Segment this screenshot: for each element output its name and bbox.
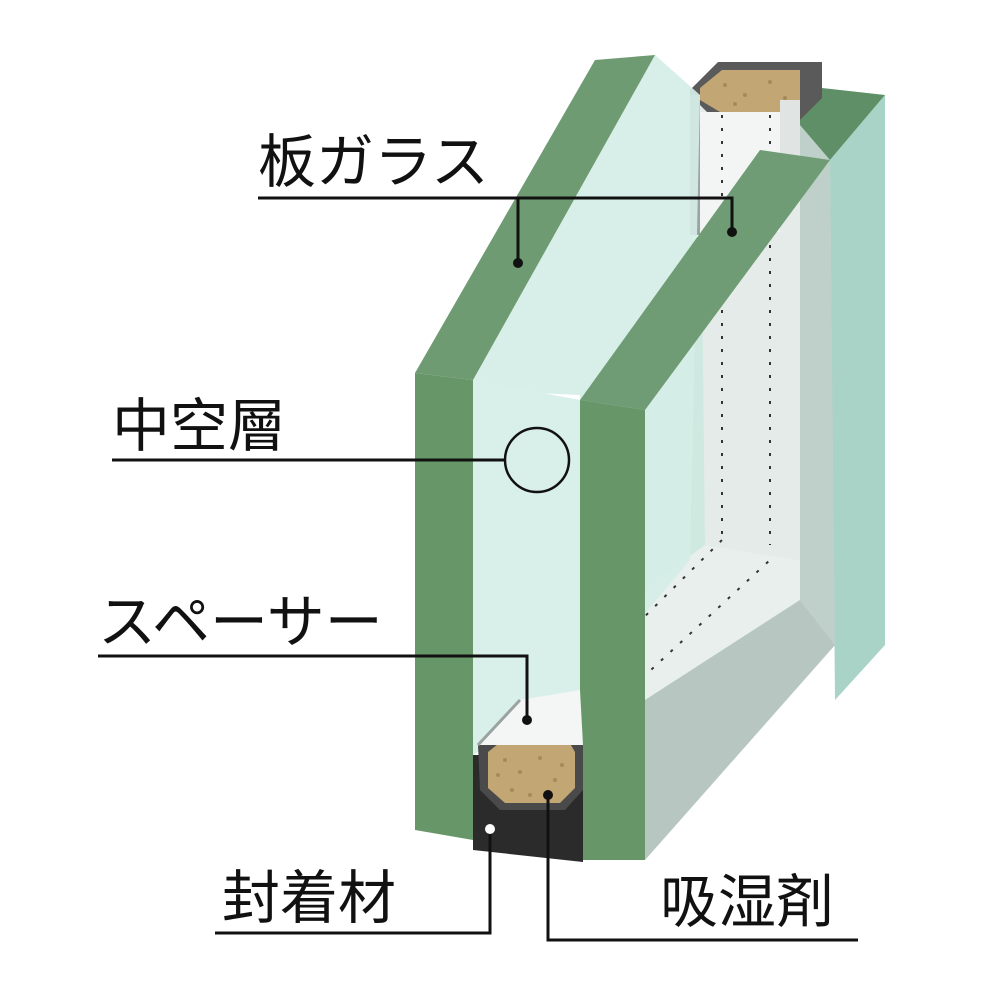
spacer-leader	[98, 654, 529, 718]
top-spacer-desiccant	[700, 70, 800, 112]
air-layer-marker	[503, 426, 571, 494]
sealant-dot	[485, 824, 495, 834]
labels: 板ガラス 中空層 スペーサー 封着材 吸湿剤	[98, 128, 834, 936]
glass-leader	[258, 196, 734, 230]
sealant-leader	[215, 830, 492, 935]
front-pane-left-edge	[415, 373, 473, 840]
label-spacer: スペーサー	[98, 588, 383, 656]
label-glass: 板ガラス	[258, 128, 489, 196]
label-sealant: 封着材	[222, 864, 396, 932]
middle-pane-edge-diagonal	[580, 150, 830, 410]
leader-lines	[98, 196, 858, 942]
spacer-shadow-band	[645, 600, 835, 860]
front-pane-top-edge	[415, 55, 655, 380]
desiccant-fill	[488, 740, 575, 803]
glass-dot-front	[513, 258, 523, 268]
spacer-dot	[522, 715, 532, 725]
leader-dots	[485, 227, 737, 834]
label-air-layer: 中空層	[112, 392, 286, 460]
middle-pane-vertical-edge	[580, 400, 645, 860]
spacer-side-band	[800, 125, 835, 645]
glass-dot-back	[727, 227, 737, 237]
air-gap-face	[473, 380, 580, 755]
desiccant-dot	[543, 790, 553, 800]
label-desiccant: 吸湿剤	[660, 868, 834, 936]
back-pane-side	[830, 95, 885, 700]
desiccant-leader	[546, 795, 858, 942]
